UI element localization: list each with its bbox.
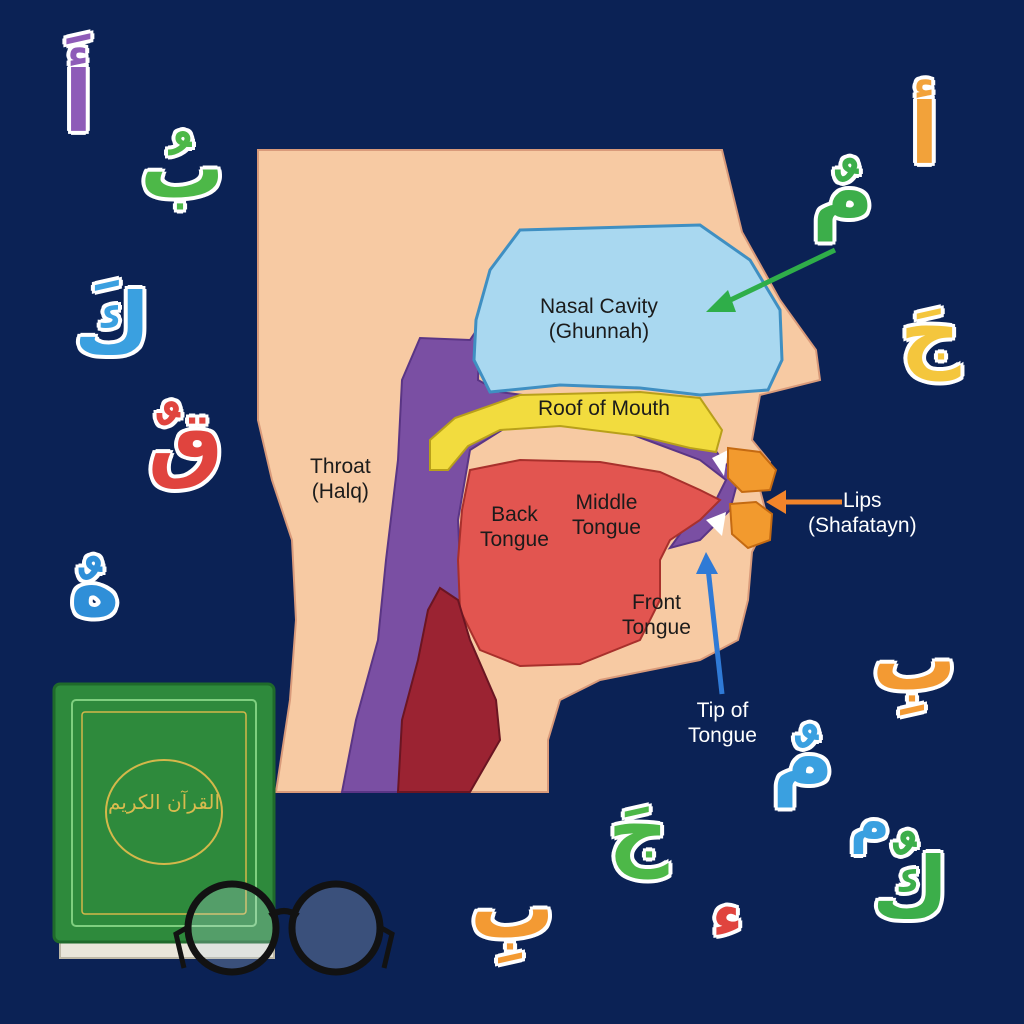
arabic-letter: بِ <box>872 618 956 702</box>
arabic-letter: جَ <box>900 290 961 374</box>
arabic-letter: أ <box>910 92 939 176</box>
arabic-letter: كَ <box>74 282 151 366</box>
label-roof-of-mouth: Roof of Mouth <box>538 396 670 421</box>
label-middle-tongue: Middle Tongue <box>572 490 641 540</box>
arabic-letter: مٌ <box>772 716 834 800</box>
arabic-letter: بِ <box>470 866 554 950</box>
label-throat: Throat (Halq) <box>310 454 371 504</box>
label-tip-of-tongue: Tip of Tongue <box>688 698 757 748</box>
arabic-letter: كٌ <box>872 846 949 930</box>
quran-title-emblem: القرآن الكريم <box>108 790 220 814</box>
arabic-letter: ء <box>712 886 743 946</box>
arabic-letter: أَ <box>64 60 93 144</box>
arabic-letter: هٌ <box>70 544 120 628</box>
eyeglasses-icon <box>176 884 392 972</box>
arabic-letter: قٌ <box>148 400 223 484</box>
arabic-letter: جَ <box>608 788 669 872</box>
label-back-tongue: Back Tongue <box>480 502 549 552</box>
upper-lip <box>728 448 776 492</box>
label-lips: Lips (Shafatayn) <box>808 488 917 538</box>
label-front-tongue: Front Tongue <box>622 590 691 640</box>
arabic-letter: مٌ <box>812 150 874 234</box>
label-nasal-cavity: Nasal Cavity (Ghunnah) <box>540 294 658 344</box>
arabic-letter: بُ <box>140 126 224 210</box>
